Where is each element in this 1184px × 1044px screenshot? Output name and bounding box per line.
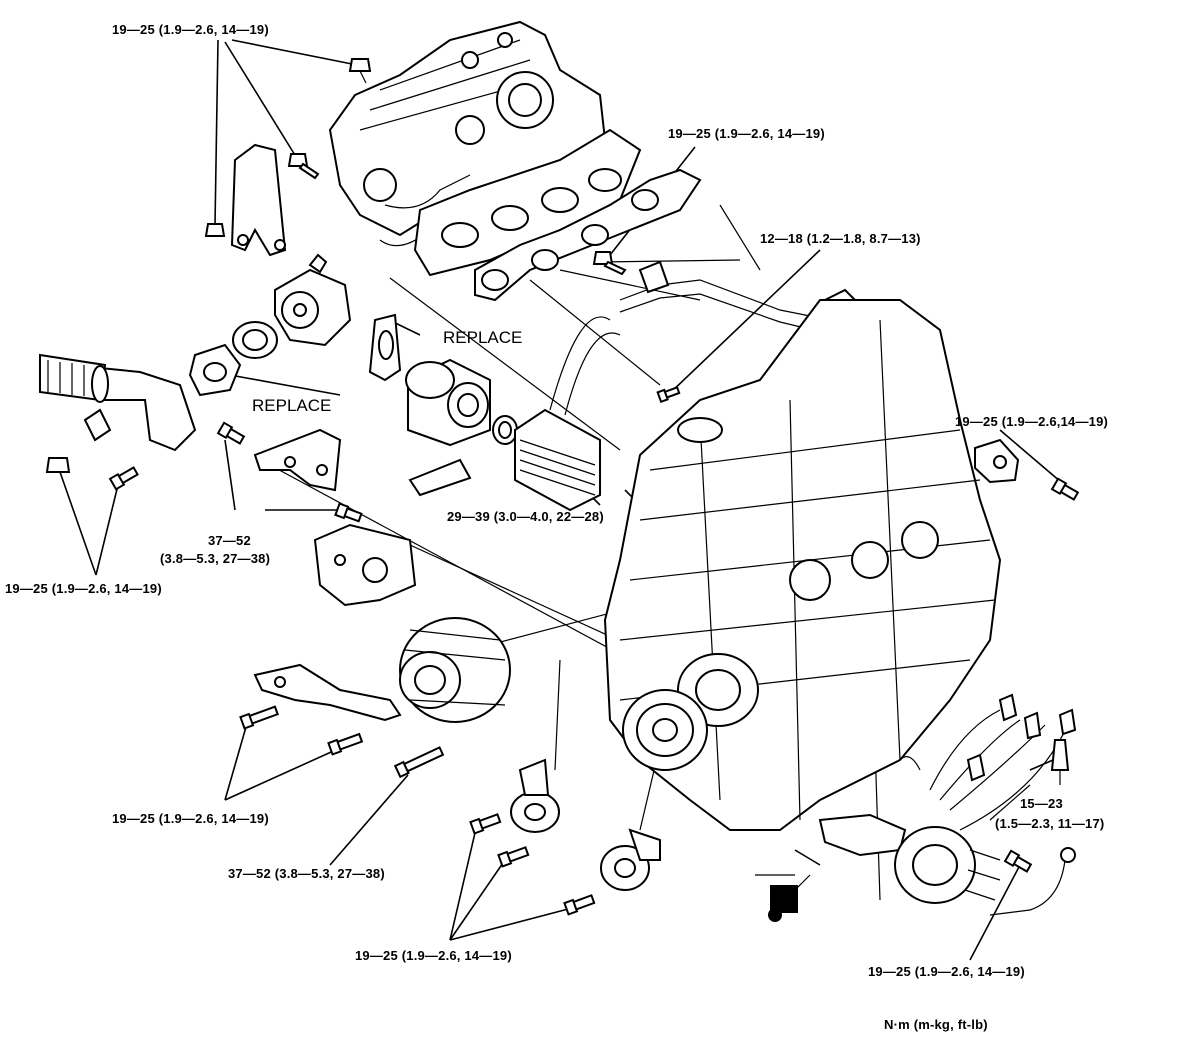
tensioner-bolts (469, 813, 596, 916)
thermostat-housing (274, 253, 352, 347)
hose-clamp (83, 408, 112, 442)
torque-label-pipe: 12—18 (1.2—1.8, 8.7—13) (760, 231, 921, 246)
water-hose (39, 353, 197, 452)
torque-label-manifold-center: 19—25 (1.9—2.6, 14—19) (668, 126, 825, 141)
oil-filter (405, 358, 491, 447)
crank-pulley (622, 689, 708, 771)
oil-cooler-seal (492, 415, 518, 445)
idler-pulley (600, 828, 661, 891)
thermostat (232, 321, 278, 359)
leader-lines (59, 39, 1069, 961)
torque-label-oil-cooler: 29—39 (3.0—4.0, 22—28) (447, 509, 604, 524)
torque-label-hose-fitting: 19—25 (1.9—2.6, 14—19) (5, 581, 162, 596)
manifold-bracket (230, 143, 287, 257)
intake-gasket (474, 168, 702, 302)
replace-label-thermostat-gasket: REPLACE (252, 396, 332, 415)
torque-label-alternator-bolt: 37—52 (3.8—5.3, 27—38) (228, 866, 385, 881)
oil-cooler (408, 408, 601, 512)
torque-label-mount-line2: (3.8—5.3, 27—38) (160, 551, 271, 566)
engine-oil-icon (755, 874, 811, 922)
alternator-bracket (253, 663, 402, 722)
torque-label-mount-line1: 37—52 (208, 533, 251, 548)
engine-mount-upper (253, 428, 342, 492)
bolts-top (204, 58, 627, 276)
intake-manifold (328, 20, 607, 247)
alternator-bolts (239, 705, 445, 779)
torque-label-right-bracket: 19—25 (1.9—2.6,14—19) (955, 414, 1109, 429)
manifold-gasket-small (368, 313, 402, 382)
spark-plug (1050, 739, 1070, 785)
tensioner-pulley (510, 758, 560, 833)
distributor (818, 813, 1076, 916)
bolts-misc (45, 386, 1080, 873)
alternator (399, 617, 511, 723)
units-label: N·m (m-kg, ft-lb) (884, 1017, 988, 1032)
torque-label-spark-plug-line2: (1.5—2.3, 11—17) (995, 816, 1105, 831)
manifold-flange (413, 128, 642, 277)
thermostat-gasket (188, 343, 242, 397)
engine-mount-lower (313, 523, 417, 607)
torque-label-tensioner: 19—25 (1.9—2.6, 14—19) (355, 948, 512, 963)
spark-plug-wires (899, 693, 1077, 831)
replace-label-gasket: REPLACE (443, 328, 523, 347)
torque-label-distributor: 19—25 (1.9—2.6, 14—19) (868, 964, 1025, 979)
torque-label-manifold-top: 19—25 (1.9—2.6, 14—19) (112, 22, 269, 37)
water-pump-pulley (677, 653, 759, 727)
torque-label-spark-plug-line1: 15—23 (1020, 796, 1063, 811)
right-bracket (974, 438, 1020, 484)
torque-label-alternator: 19—25 (1.9—2.6, 14—19) (112, 811, 269, 826)
